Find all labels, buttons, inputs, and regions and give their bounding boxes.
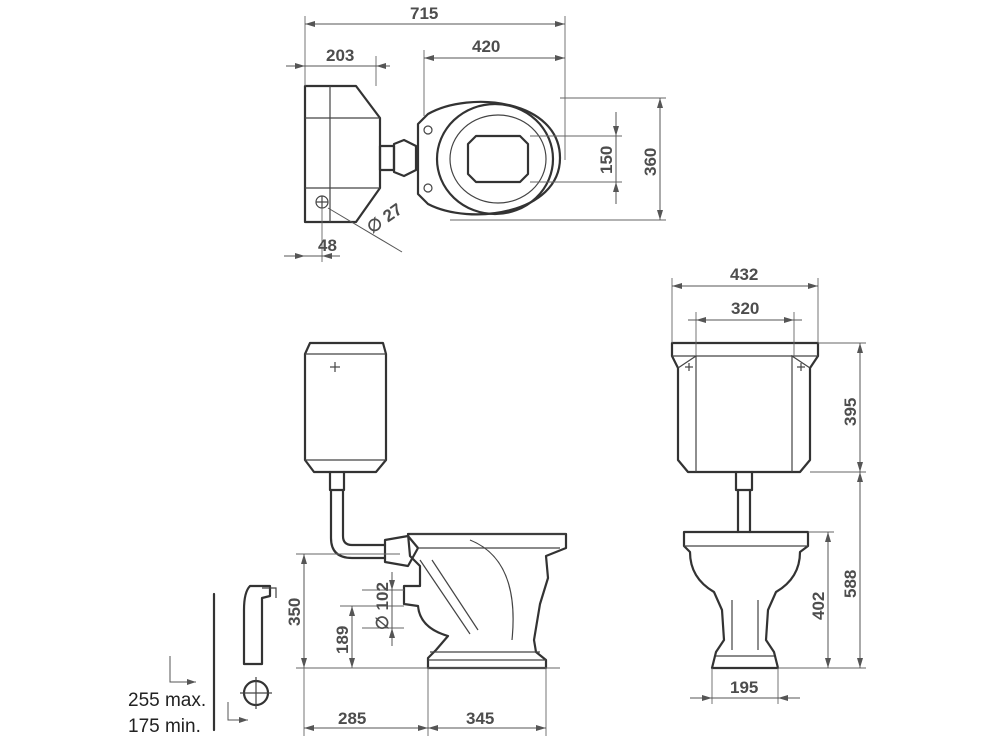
dim-foot-length: 345 (466, 709, 494, 728)
dim-cistern-offset: 48 (318, 236, 337, 255)
flush-connector-plan (378, 138, 418, 178)
dim-outlet-to-wall: 285 (338, 709, 366, 728)
dim-foot-width: 195 (730, 678, 758, 697)
dim-pan-width: 360 (641, 148, 660, 176)
dim-pan-height: 402 (809, 592, 828, 620)
cistern-side (303, 341, 388, 474)
dim-outlet-diameter: ∅ 102 (373, 582, 392, 630)
outlet-connector-detail (169, 584, 277, 732)
top-view: 715 203 420 150 360 48 ∅ 27 (284, 4, 666, 262)
dim-outlet-height: 350 (285, 598, 304, 626)
pan-plan (416, 100, 562, 216)
dim-pan-length: 420 (472, 37, 500, 56)
front-dimension-lines (671, 278, 866, 704)
dim-cistern-width: 432 (730, 265, 758, 284)
side-view: 350 189 ∅ 102 285 345 255 max. 175 min. (128, 341, 568, 737)
dim-cistern-depth: 203 (326, 46, 354, 65)
note-max: 255 max. (128, 690, 206, 711)
flush-pipe-side (328, 470, 420, 568)
dim-overall-length: 715 (410, 4, 438, 23)
front-view: 432 320 395 588 402 195 (670, 265, 866, 704)
flush-pipe-front (734, 470, 754, 534)
cistern-plan (303, 84, 382, 224)
dim-pan-height-total: 588 (841, 570, 860, 598)
dim-outlet-centre: 189 (333, 626, 352, 654)
note-min: 175 min. (128, 716, 201, 737)
cistern-front (670, 341, 820, 474)
side-dimension-lines (296, 553, 560, 736)
dim-seat-opening: 150 (597, 146, 616, 174)
dim-pipe-diameter: ∅ 27 (363, 200, 405, 238)
dim-cistern-height: 395 (841, 398, 860, 426)
top-dimension-lines (284, 16, 666, 262)
pan-front (682, 530, 810, 670)
pan-side (402, 532, 568, 670)
dim-cistern-inner-width: 320 (731, 299, 759, 318)
